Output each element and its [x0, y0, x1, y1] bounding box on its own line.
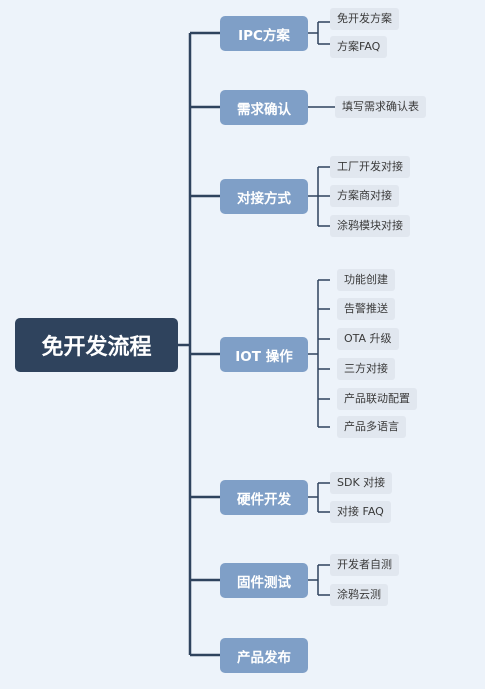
connector — [308, 21, 330, 45]
leaf-node[interactable]: 产品多语言 — [337, 416, 406, 438]
leaf-node[interactable]: 涂鸦云测 — [330, 584, 388, 606]
leaf-node[interactable]: 填写需求确认表 — [335, 96, 426, 118]
leaf-node[interactable]: OTA 升级 — [337, 328, 399, 350]
connector — [308, 166, 330, 227]
leaf-node[interactable]: 方案FAQ — [330, 36, 388, 58]
branch-iot-operation[interactable]: IOT 操作 — [220, 337, 308, 372]
connector — [308, 279, 330, 428]
connector — [308, 564, 330, 596]
branch-hardware-dev[interactable]: 硬件开发 — [220, 480, 308, 515]
leaf-node[interactable]: 对接 FAQ — [330, 501, 391, 523]
leaf-node[interactable]: 免开发方案 — [330, 8, 399, 30]
leaf-node[interactable]: 开发者自测 — [330, 554, 399, 576]
leaf-node[interactable]: 三方对接 — [337, 358, 395, 380]
branch-requirement-confirm[interactable]: 需求确认 — [220, 90, 308, 125]
leaf-node[interactable]: SDK 对接 — [330, 472, 393, 494]
leaf-node[interactable]: 功能创建 — [337, 269, 395, 291]
leaf-node[interactable]: 工厂开发对接 — [330, 156, 410, 178]
leaf-node[interactable]: 涂鸦模块对接 — [330, 215, 410, 237]
connector — [308, 482, 330, 513]
branch-firmware-test[interactable]: 固件测试 — [220, 563, 308, 598]
branch-integration-method[interactable]: 对接方式 — [220, 179, 308, 214]
leaf-node[interactable]: 方案商对接 — [330, 185, 399, 207]
root-node[interactable]: 免开发流程 — [15, 318, 178, 372]
leaf-node[interactable]: 产品联动配置 — [337, 388, 417, 410]
leaf-node[interactable]: 告警推送 — [337, 298, 395, 320]
branch-ipc-solution[interactable]: IPC方案 — [220, 16, 308, 51]
branch-product-release[interactable]: 产品发布 — [220, 638, 308, 673]
